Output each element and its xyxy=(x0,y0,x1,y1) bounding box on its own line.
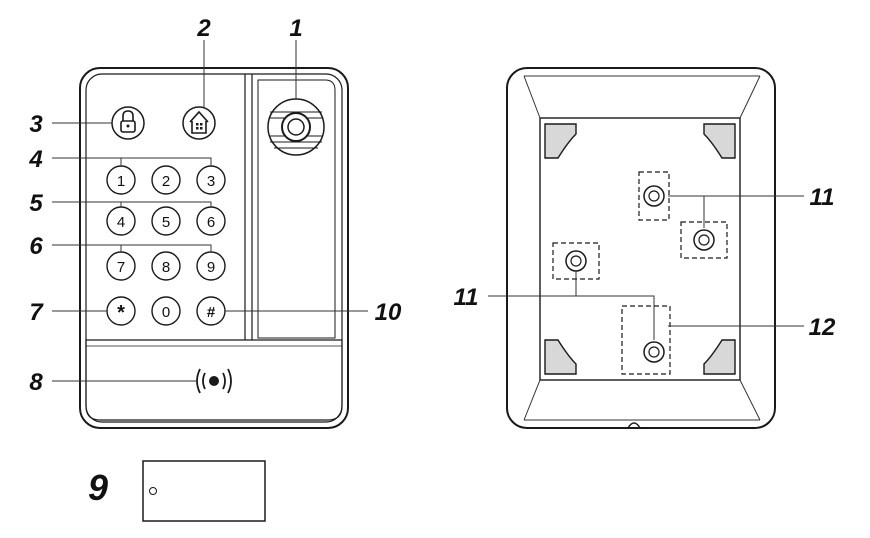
callout-10: 10 xyxy=(375,299,402,326)
front-callouts: 1 2 3 4 5 6 7 8 10 xyxy=(28,15,402,396)
front-inner-border xyxy=(85,73,343,423)
callout-1: 1 xyxy=(289,15,302,42)
back-callouts: 11 11 12 xyxy=(454,184,836,341)
mounting-boss-2 xyxy=(680,221,728,259)
home-icon xyxy=(189,110,209,134)
mounting-boss-1 xyxy=(638,171,670,221)
key-3: 3 xyxy=(196,165,226,195)
home-key xyxy=(182,106,216,140)
clip-top-left xyxy=(544,123,577,159)
lock-icon xyxy=(120,110,136,133)
callout-8: 8 xyxy=(29,369,43,396)
key-5: 5 xyxy=(151,206,181,236)
clip-bottom-right xyxy=(703,339,736,375)
back-bevels xyxy=(523,75,761,421)
back-leader-lines xyxy=(488,195,804,340)
svg-text:9: 9 xyxy=(207,259,215,276)
front-right-strip xyxy=(257,79,336,339)
svg-text:1: 1 xyxy=(117,173,125,190)
svg-text:8: 8 xyxy=(162,259,170,276)
svg-text:2: 2 xyxy=(162,173,170,190)
svg-text:*: * xyxy=(117,302,125,324)
key-2: 2 xyxy=(151,165,181,195)
callout-6: 6 xyxy=(29,233,43,260)
key-9: 9 xyxy=(196,251,226,281)
key-6: 6 xyxy=(196,206,226,236)
svg-text:0: 0 xyxy=(162,304,170,321)
callout-2: 2 xyxy=(196,15,211,42)
svg-text:3: 3 xyxy=(207,173,215,190)
card-hole xyxy=(149,487,157,495)
callout-11-left: 11 xyxy=(454,284,479,311)
back-outer-body xyxy=(506,67,776,429)
callout-5: 5 xyxy=(29,190,43,217)
back-bottom-notch xyxy=(627,422,641,429)
svg-text:7: 7 xyxy=(117,259,125,276)
key-7: 7 xyxy=(106,251,136,281)
corner-clips xyxy=(544,123,736,375)
key-hash: # xyxy=(196,296,226,326)
svg-text:5: 5 xyxy=(162,214,170,231)
svg-text:#: # xyxy=(207,304,216,321)
rfid-wave-icon xyxy=(196,368,232,394)
key-4: 4 xyxy=(106,206,136,236)
clip-bottom-left xyxy=(544,339,577,375)
back-view: 11 11 12 xyxy=(454,67,836,429)
callout-9: 9 xyxy=(88,467,108,508)
key-8: 8 xyxy=(151,251,181,281)
rfid-card: 9 xyxy=(88,460,266,522)
callout-11-top: 11 xyxy=(810,184,835,211)
lock-key xyxy=(111,106,145,140)
svg-text:6: 6 xyxy=(207,214,215,231)
key-star: * xyxy=(106,296,136,326)
back-inner-recess xyxy=(539,117,741,381)
callout-12: 12 xyxy=(809,314,836,341)
svg-text:4: 4 xyxy=(117,214,125,231)
callout-7: 7 xyxy=(29,299,44,326)
mounting-boss-3 xyxy=(552,242,600,280)
front-view: 1 2 3 4 5 6 7 8 9 * 0 # xyxy=(28,15,402,429)
callout-4: 4 xyxy=(28,146,42,173)
card-body xyxy=(142,460,266,522)
key-0: 0 xyxy=(151,296,181,326)
callout-3: 3 xyxy=(29,111,43,138)
mounting-boss-4 xyxy=(621,305,671,375)
front-rfid-panel xyxy=(85,339,343,421)
clip-top-right xyxy=(703,123,736,159)
front-leader-lines xyxy=(52,40,368,382)
camera-lens-icon xyxy=(267,98,325,156)
key-1: 1 xyxy=(106,165,136,195)
